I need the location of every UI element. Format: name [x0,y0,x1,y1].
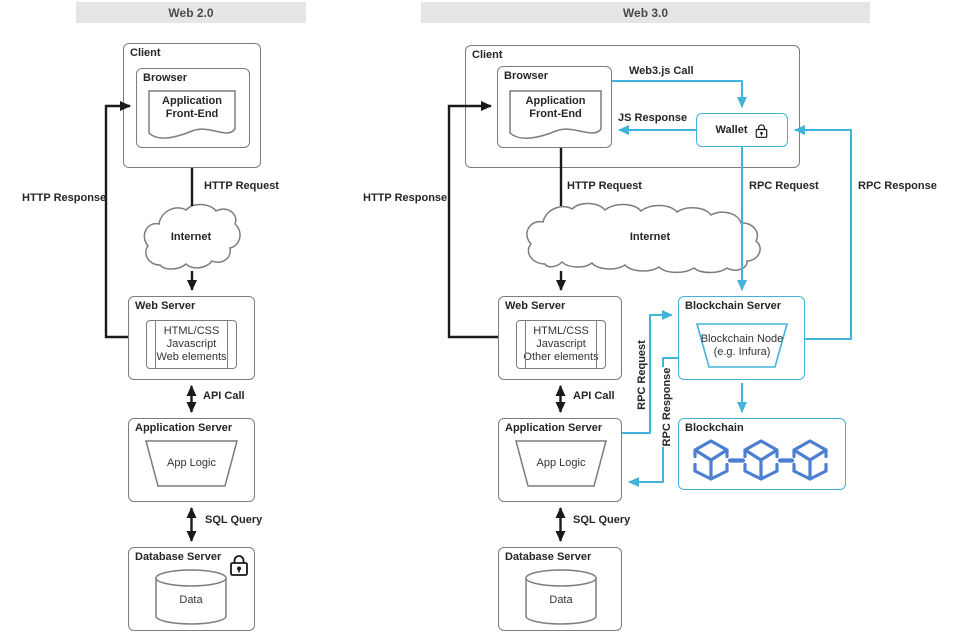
web3-app-server-title: Application Server [505,422,603,434]
web2-http-response-label: HTTP Response [22,192,107,204]
web3-http-request-label: HTTP Request [567,180,642,192]
web3-rpc-response-label-vertical: RPC Response [660,367,674,447]
web3-rpc-request-label-vertical: RPC Request [635,340,649,410]
web2-web-server-title: Web Server [135,300,196,312]
web3-rpc-response-label-top: RPC Response [858,180,937,192]
web3-ws-line-3: Other elements [523,351,599,364]
web3-js-response-label: JS Response [618,112,688,124]
web3-db-server-box: Database Server [498,547,622,631]
web3-header: Web 3.0 [421,2,870,23]
web3-data-label: Data [549,594,573,606]
web3-web-server-contents: HTML/CSS Javascript Other elements [516,320,606,369]
web3-rpc-request-label-top: RPC Request [749,180,819,192]
web2-front-end-label: Application Front-End [162,95,222,121]
web2-header-label: Web 2.0 [168,5,214,20]
web3-blockchain-box: Blockchain [678,418,846,490]
wallet-label-row: Wallet [696,113,788,147]
web2-db-server-box: Database Server [128,547,255,631]
web2-web-server-contents: HTML/CSS Javascript Web elements [146,320,237,369]
web3-blockchain-title: Blockchain [685,422,744,434]
wallet-label: Wallet [715,124,748,136]
web3-header-label: Web 3.0 [622,5,669,20]
web2-sql-query-label: SQL Query [205,514,263,526]
web2-client-title: Client [130,47,161,59]
web2-ws-line-1: HTML/CSS [163,324,220,337]
web3-api-call-label: API Call [573,390,615,402]
web3-blockchain-node-label: Blockchain Node (e.g. Infura) [700,333,784,359]
web3-ws-line-2: Javascript [536,337,586,350]
web2-api-call-label: API Call [203,390,245,402]
web3-http-response-label: HTTP Response [363,192,448,204]
web2-app-server-title: Application Server [135,422,233,434]
lock-icon [755,123,767,138]
web2-internet-label: Internet [170,231,212,243]
web2-ws-line-3: Web elements [156,351,227,364]
web3-front-end-label: Application Front-End [525,95,586,121]
web2-http-request-label: HTTP Request [204,180,279,192]
web2-data-label: Data [179,594,203,606]
web3-client-title: Client [472,49,503,61]
web3-browser-title: Browser [504,70,549,82]
web3-web3js-call-label: Web3.js Call [629,65,694,77]
web2-app-logic-label: App Logic [167,457,216,469]
web3-blockchain-server-title: Blockchain Server [685,300,781,312]
web3-web-server-title: Web Server [505,300,566,312]
web3-sql-query-label: SQL Query [573,514,631,526]
web3-ws-line-1: HTML/CSS [533,324,589,337]
web3-app-logic-label: App Logic [536,457,586,469]
web2-header: Web 2.0 [76,2,306,23]
web2-ws-line-2: Javascript [166,337,217,350]
web3-wallet-box [696,113,788,147]
web2-browser-title: Browser [143,72,188,84]
web3-internet-label: Internet [629,231,671,243]
web3-db-server-title: Database Server [505,551,592,563]
web2-db-server-title: Database Server [135,551,222,563]
